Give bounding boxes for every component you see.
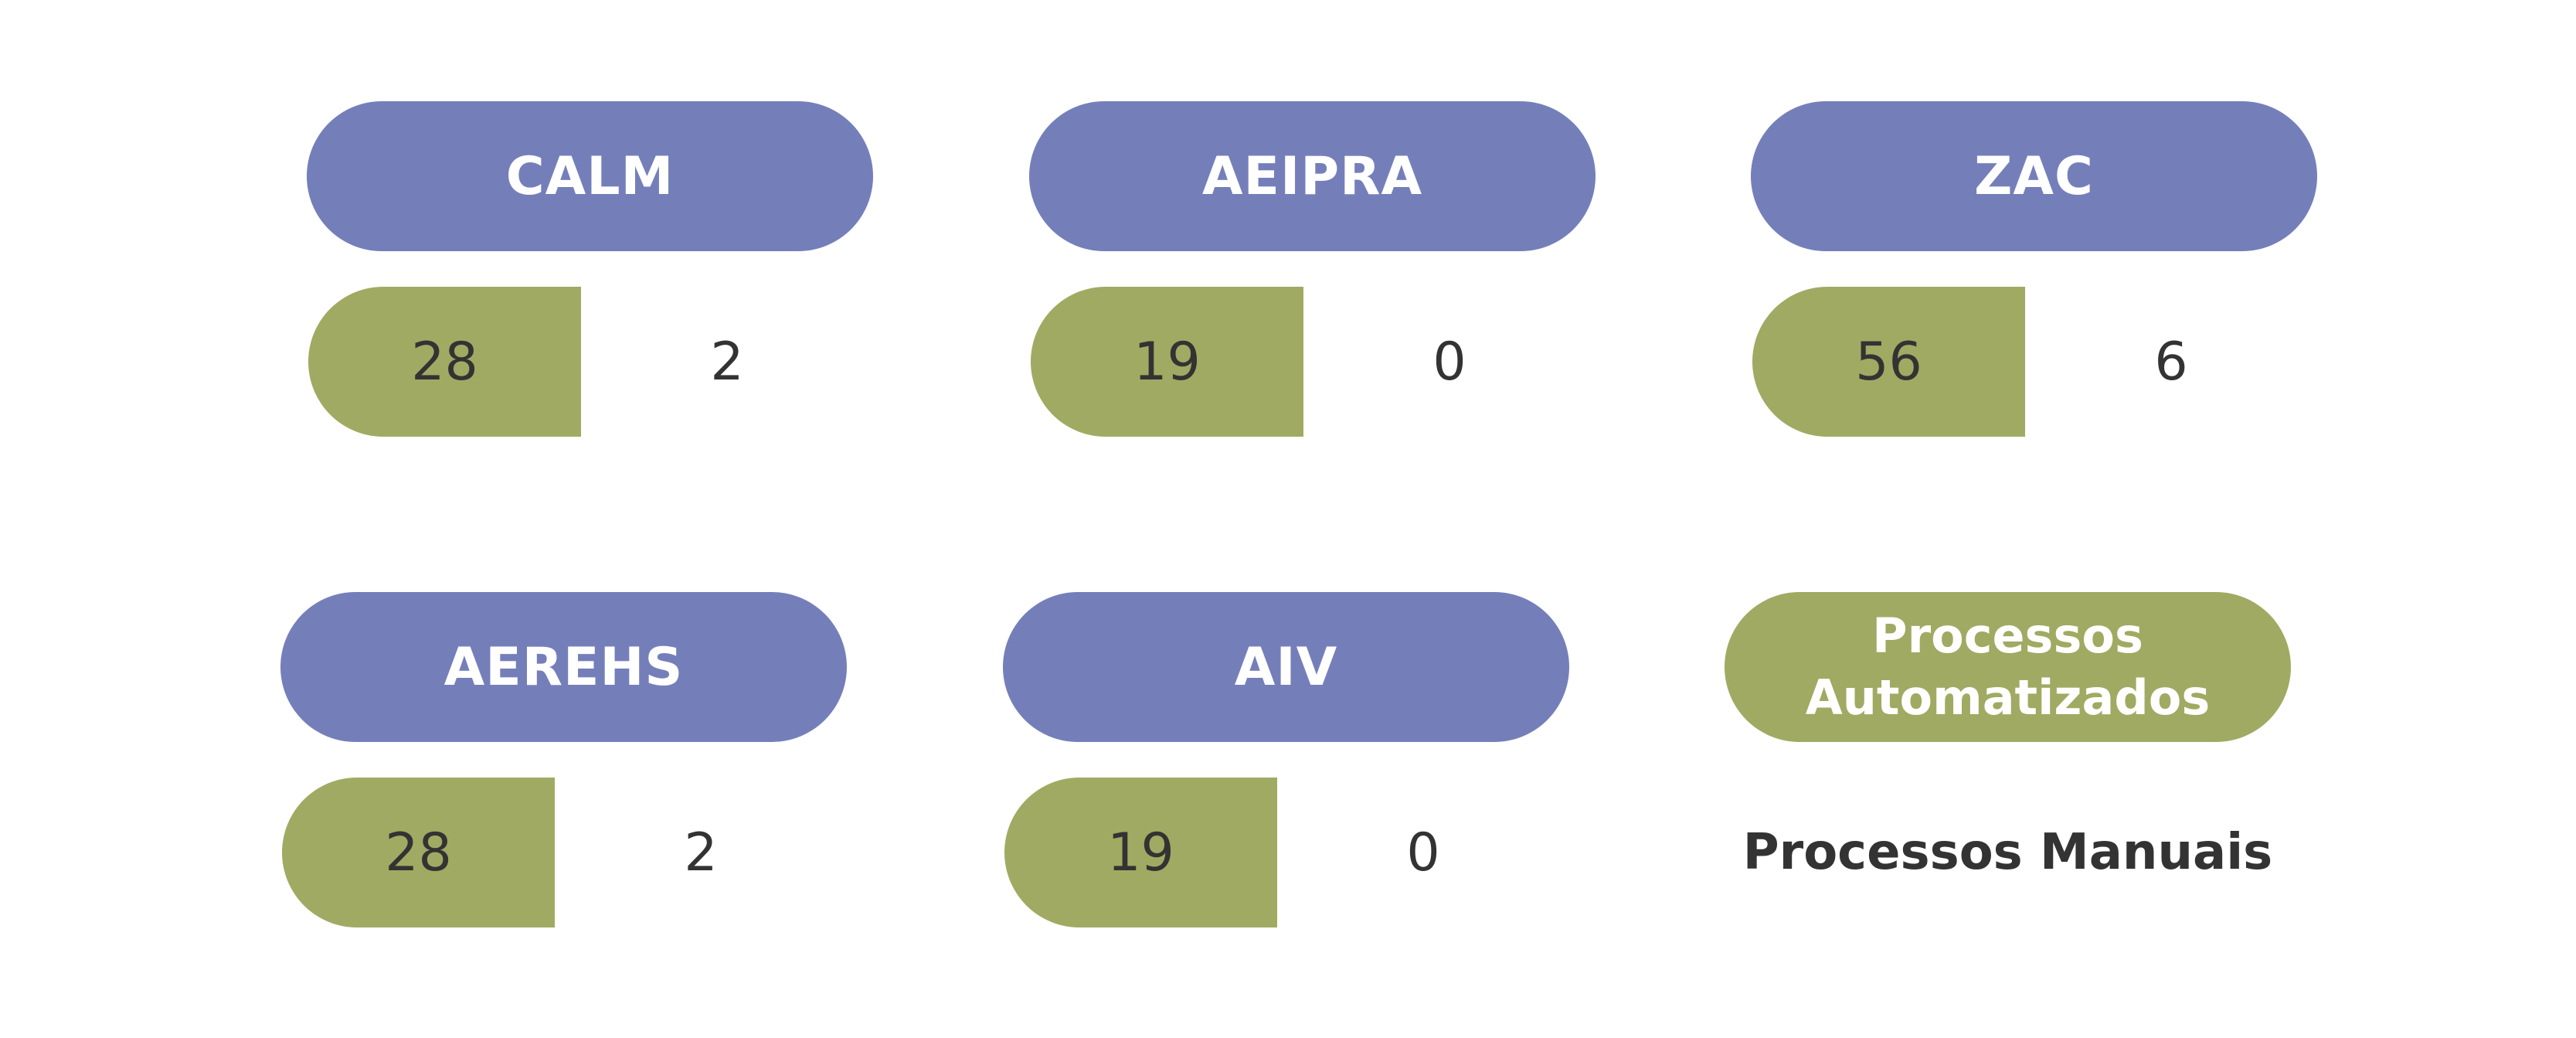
legend-automated-pill: Processos Automatizados	[1725, 592, 2291, 742]
automated-count: 28	[411, 331, 478, 393]
automated-count-bar: 19	[1004, 778, 1277, 927]
manual-count-cell: 0	[1277, 778, 1569, 927]
group-title: ZAC	[1974, 145, 2094, 207]
automated-count-bar: 28	[308, 287, 581, 437]
manual-count: 0	[1432, 331, 1466, 393]
group-title: AEREHS	[443, 636, 684, 698]
manual-count: 6	[2154, 331, 2188, 393]
legend-automated-line1: Processos	[1872, 607, 2143, 664]
automated-count: 19	[1107, 822, 1174, 883]
manual-count-cell: 2	[555, 778, 847, 927]
manual-count-cell: 2	[581, 287, 873, 437]
legend-manual-text: Processos Manuais	[1742, 824, 2273, 881]
group-title: AEIPRA	[1201, 145, 1423, 207]
legend-manual-label: Processos Manuais	[1725, 778, 2291, 927]
group-title: AIV	[1234, 636, 1338, 698]
group-title: CALM	[505, 145, 675, 207]
manual-count-cell: 0	[1303, 287, 1596, 437]
automated-count: 28	[385, 822, 452, 883]
manual-count: 2	[684, 822, 718, 883]
group-title-pill: ZAC	[1751, 101, 2317, 251]
group-title-pill: AEIPRA	[1029, 101, 1596, 251]
automated-count-bar: 56	[1752, 287, 2025, 437]
manual-count: 0	[1406, 822, 1440, 883]
legend-automated-line2: Automatizados	[1805, 669, 2211, 726]
group-card-zac: ZAC 56 6	[1751, 101, 2319, 437]
group-card-calm: CALM 28 2	[307, 101, 875, 437]
manual-count: 2	[710, 331, 744, 393]
automated-count-bar: 28	[282, 778, 555, 927]
group-title-pill: AIV	[1003, 592, 1569, 742]
automated-count-bar: 19	[1031, 287, 1303, 437]
group-title-pill: CALM	[307, 101, 873, 251]
legend: Processos Automatizados Processos Manuai…	[1725, 592, 2291, 917]
automated-count: 56	[1855, 331, 1922, 393]
automated-count: 19	[1133, 331, 1201, 393]
group-card-aeipra: AEIPRA 19 0	[1029, 101, 1597, 437]
group-card-aiv: AIV 19 0	[1003, 592, 1571, 927]
group-title-pill: AEREHS	[280, 592, 847, 742]
group-card-aerehs: AEREHS 28 2	[280, 592, 848, 927]
manual-count-cell: 6	[2025, 287, 2317, 437]
